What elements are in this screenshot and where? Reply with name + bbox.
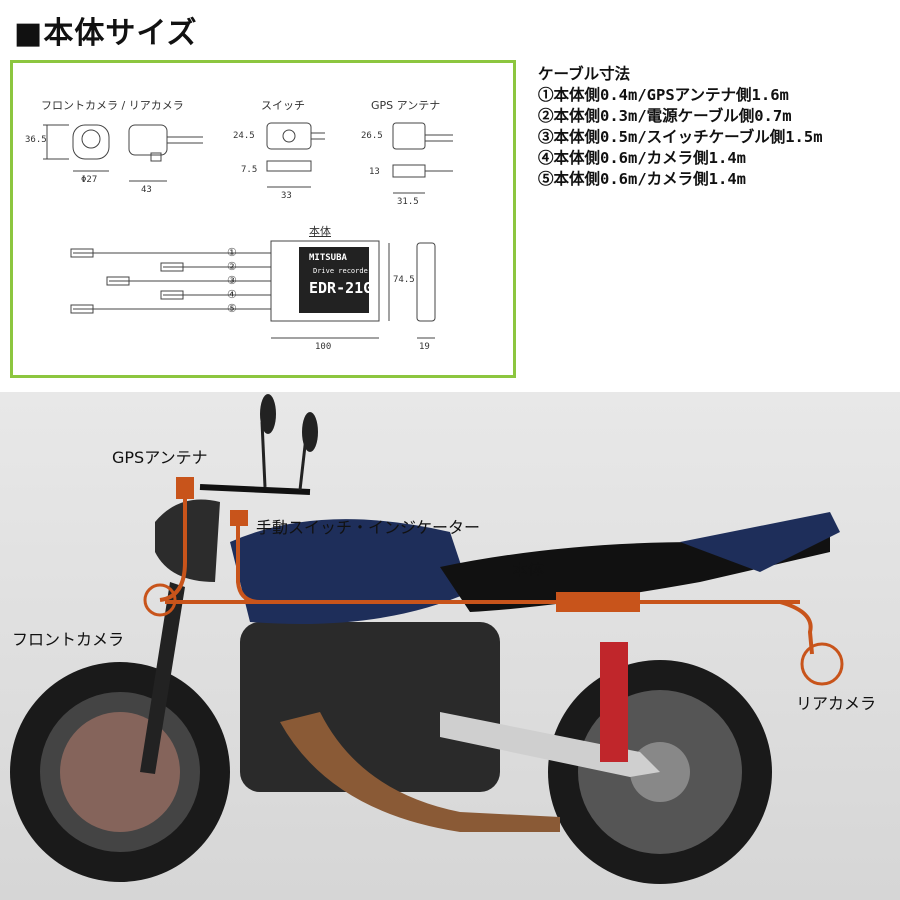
dim-gps-thickness: 13	[369, 167, 380, 177]
cable-item: ③本体側0.5m/スイッチケーブル側1.5m	[538, 128, 823, 146]
main-unit-face	[299, 247, 369, 313]
dim-camera-width: 43	[141, 185, 152, 195]
motorcycle-illustration	[10, 394, 844, 884]
connector-number: ②	[227, 260, 237, 273]
label-main-unit: 本体	[512, 560, 545, 579]
cable-item: ⑤本体側0.6m/カメラ側1.4m	[538, 170, 746, 188]
dim-gps-width: 31.5	[397, 197, 419, 207]
device-brand: MITSUBA	[309, 253, 347, 263]
dim-gps-height: 26.5	[361, 131, 383, 141]
front-camera-drawing	[72, 124, 110, 160]
page-title: ■本体サイズ	[14, 16, 198, 51]
diagram-drawings	[43, 122, 453, 339]
dim-switch-height: 24.5	[233, 131, 255, 141]
cable-title: ケーブル寸法	[538, 65, 631, 83]
dimension-diagram: フロントカメラ / リアカメラ スイッチ GPS アンテナ 本体	[10, 60, 516, 378]
gps-drawing	[392, 122, 426, 150]
label-front-camera: フロントカメラ	[12, 630, 125, 649]
dim-unit-thickness: 19	[419, 342, 430, 352]
fuel-tank	[230, 519, 470, 624]
dim-switch-width: 33	[281, 191, 292, 201]
cable-item: ④本体側0.6m/カメラ側1.4m	[538, 149, 746, 167]
label-manual-switch: 手動スイッチ・インジケーター	[256, 518, 481, 537]
device-subtitle: Drive recorder	[313, 267, 373, 275]
dim-unit-height: 74.5	[393, 275, 415, 285]
cable-dimensions: ケーブル寸法 ①本体側0.4m/GPSアンテナ側1.6m ②本体側0.3m/電源…	[538, 64, 823, 190]
connector-number: ①	[227, 246, 237, 259]
headlight	[155, 499, 220, 582]
connector-number: ④	[227, 288, 237, 301]
rear-camera-marker	[800, 642, 844, 686]
label-gps-antenna: GPSアンテナ	[112, 448, 208, 467]
front-fork	[140, 582, 185, 774]
gps-antenna-marker	[176, 477, 194, 499]
motorcycle-photo: GPSアンテナ 手動スイッチ・インジケーター 本体 フロントカメラ リアカメラ	[0, 392, 900, 900]
wiring-route	[159, 490, 814, 655]
dim-switch-thickness: 7.5	[241, 165, 258, 175]
tail-cowl	[680, 512, 840, 572]
dim-camera-height: 36.5	[25, 135, 47, 145]
rear-shock	[600, 642, 628, 762]
label-rear-camera: リアカメラ	[796, 694, 877, 713]
cable-item: ②本体側0.3m/電源ケーブル側0.7m	[538, 107, 792, 125]
switch-label: スイッチ	[261, 99, 305, 112]
dim-unit-width: 100	[315, 342, 332, 352]
rear-camera-drawing	[128, 124, 168, 156]
engine	[240, 622, 500, 792]
switch-marker	[230, 510, 248, 526]
cable-connectors	[70, 248, 271, 314]
cable-item: ①本体側0.4m/GPSアンテナ側1.6m	[538, 86, 789, 104]
main-unit-outline	[270, 240, 380, 322]
main-unit-side-drawing	[416, 242, 436, 322]
front-camera-marker	[143, 583, 177, 617]
exhaust	[280, 712, 560, 832]
switch-drawing	[266, 122, 312, 150]
connector-number: ⑤	[227, 302, 237, 315]
gps-antenna-label: GPS アンテナ	[371, 99, 441, 112]
main-unit-label: 本体	[309, 225, 331, 238]
handlebar	[199, 484, 311, 495]
connector-number: ③	[227, 274, 237, 287]
device-model: EDR-21G	[309, 279, 373, 297]
main-unit-marker	[556, 592, 640, 612]
front-rear-camera-label: フロントカメラ / リアカメラ	[41, 99, 184, 112]
dim-camera-diameter: Φ27	[81, 175, 98, 185]
